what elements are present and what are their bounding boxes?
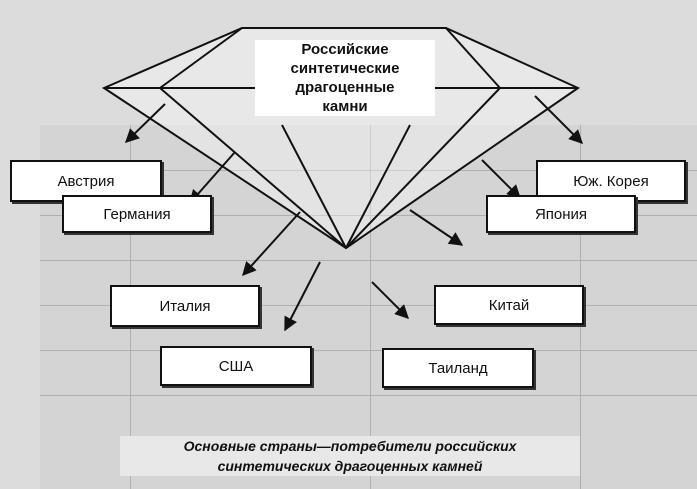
arrow-austria xyxy=(124,103,166,143)
country-label: Япония xyxy=(534,205,588,223)
country-label: Юж. Корея xyxy=(573,172,649,190)
diamond-outline xyxy=(101,27,581,250)
arrow-italy xyxy=(242,211,301,277)
country-box-germany: Германия xyxy=(62,195,212,233)
country-label: США xyxy=(218,357,254,375)
caption-line: Основные страны—потребители российских xyxy=(183,438,517,454)
diagram-caption: Основные страны—потребители российских с… xyxy=(120,436,580,476)
country-label: Таиланд xyxy=(428,359,488,377)
country-label: Австрия xyxy=(57,172,115,190)
arrow-thailand xyxy=(371,281,409,319)
country-box-thailand: Таиланд xyxy=(382,348,534,388)
center-title: Российские синтетические драгоценные кам… xyxy=(255,40,435,116)
arrow-south-korea xyxy=(534,95,583,144)
country-box-usa: США xyxy=(160,346,312,386)
center-title-line: камни xyxy=(322,98,368,115)
arrow-germany xyxy=(189,151,236,205)
country-label: Китай xyxy=(488,296,530,314)
center-title-line: синтетические xyxy=(290,60,400,77)
country-box-italy: Италия xyxy=(110,285,260,327)
caption-line: синтетических драгоценных камней xyxy=(217,458,483,474)
arrow-usa xyxy=(284,261,321,332)
center-title-line: драгоценные xyxy=(295,79,395,96)
arrow-china xyxy=(409,209,464,246)
country-box-japan: Япония xyxy=(486,195,636,233)
country-label: Германия xyxy=(103,205,171,223)
country-label: Италия xyxy=(159,297,211,315)
center-title-line: Российские xyxy=(301,41,389,58)
country-box-china: Китай xyxy=(434,285,584,325)
arrow-japan xyxy=(481,159,521,199)
